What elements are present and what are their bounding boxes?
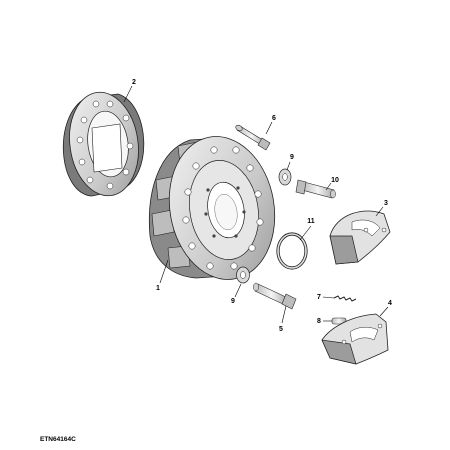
callout-9-lower: 9 xyxy=(231,298,235,305)
callout-3: 3 xyxy=(384,200,388,207)
callout-5: 5 xyxy=(279,326,283,333)
part-7-spring xyxy=(333,295,357,302)
callout-10: 10 xyxy=(331,177,339,184)
part-10-bolt xyxy=(295,179,336,199)
part-11-o-ring xyxy=(276,232,308,270)
part-9-washer-lower xyxy=(236,266,250,284)
figure-id: ETN64164C xyxy=(40,436,76,443)
part-3-clamp-half-upper xyxy=(329,210,391,265)
callout-11: 11 xyxy=(307,218,315,225)
callout-9-upper: 9 xyxy=(290,154,294,161)
part-1-wheel-weight xyxy=(148,136,276,280)
leader-lines xyxy=(123,85,389,324)
callout-8: 8 xyxy=(317,318,321,325)
part-2-ring-weight xyxy=(62,91,145,197)
part-6-long-bolt xyxy=(235,124,271,151)
part-9-washer-upper xyxy=(278,168,292,186)
callout-4: 4 xyxy=(388,300,392,307)
callout-7: 7 xyxy=(317,294,321,301)
callout-6: 6 xyxy=(272,115,276,122)
callout-1: 1 xyxy=(156,285,160,292)
part-5-bolt xyxy=(253,282,297,310)
part-4-clamp-half-lower xyxy=(321,313,389,365)
callout-2: 2 xyxy=(132,79,136,86)
